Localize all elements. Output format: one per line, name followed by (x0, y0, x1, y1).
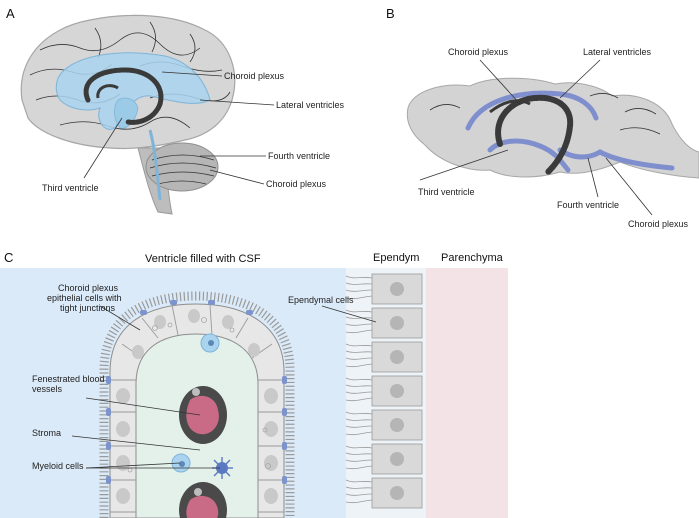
label-a-fourth-ventricle: Fourth ventricle (268, 151, 330, 161)
label-a-choroid-plexus: Choroid plexus (224, 71, 285, 81)
label-c-epithelial-2: epithelial cells with (47, 293, 122, 303)
parenchyma-region (426, 268, 508, 518)
label-b-choroid-plexus: Choroid plexus (448, 47, 509, 57)
label-a-lateral-ventricles: Lateral ventricles (276, 100, 345, 110)
panel-a: A Choroid plexus Lateral ventricles Four… (6, 6, 345, 215)
label-c-fenestrated-2: vessels (32, 384, 63, 394)
label-b-choroid-plexus-lower: Choroid plexus (628, 219, 689, 229)
label-c-ependymal-cells: Ependymal cells (288, 295, 354, 305)
label-b-lateral-ventricles: Lateral ventricles (583, 47, 652, 57)
cerebellum (145, 142, 219, 192)
myeloid-cell-blue (200, 333, 220, 353)
label-c-epithelial-1: Choroid plexus (58, 283, 119, 293)
label-a-third-ventricle: Third ventricle (42, 183, 99, 193)
blood-vessel-lower (179, 482, 227, 518)
header-ependym: Ependym (373, 252, 419, 264)
panel-b: B Choroid plexus Lateral ventricles Thir… (386, 6, 699, 229)
lateral-ventricles-a (55, 52, 211, 130)
myeloid-cell-dendritic (212, 457, 233, 479)
label-b-third-ventricle: Third ventricle (418, 187, 475, 197)
label-c-fenestrated-1: Fenestrated blood (32, 374, 105, 384)
myeloid-cell-round (171, 453, 191, 473)
label-c-epithelial-3: tight junctions (60, 303, 116, 313)
choroid-plexus-b (495, 94, 574, 175)
blood-vessel-upper (179, 386, 227, 444)
label-c-myeloid-cells: Myeloid cells (32, 461, 84, 471)
label-b-fourth-ventricle: Fourth ventricle (557, 200, 619, 210)
label-c-stroma: Stroma (32, 428, 61, 438)
panel-c-letter: C (4, 250, 13, 265)
panel-c: C Ventricle filled with CSF Ependym Pare… (0, 250, 508, 518)
panel-b-letter: B (386, 6, 395, 21)
choroid-plexus-a (83, 67, 164, 125)
header-ventricle: Ventricle filled with CSF (145, 253, 261, 265)
header-parenchyma: Parenchyma (441, 252, 504, 264)
ventricle-duct-a (148, 129, 162, 201)
panel-a-letter: A (6, 6, 15, 21)
label-a-choroid-plexus-lower: Choroid plexus (266, 179, 327, 189)
sagittal-brain (406, 77, 699, 179)
